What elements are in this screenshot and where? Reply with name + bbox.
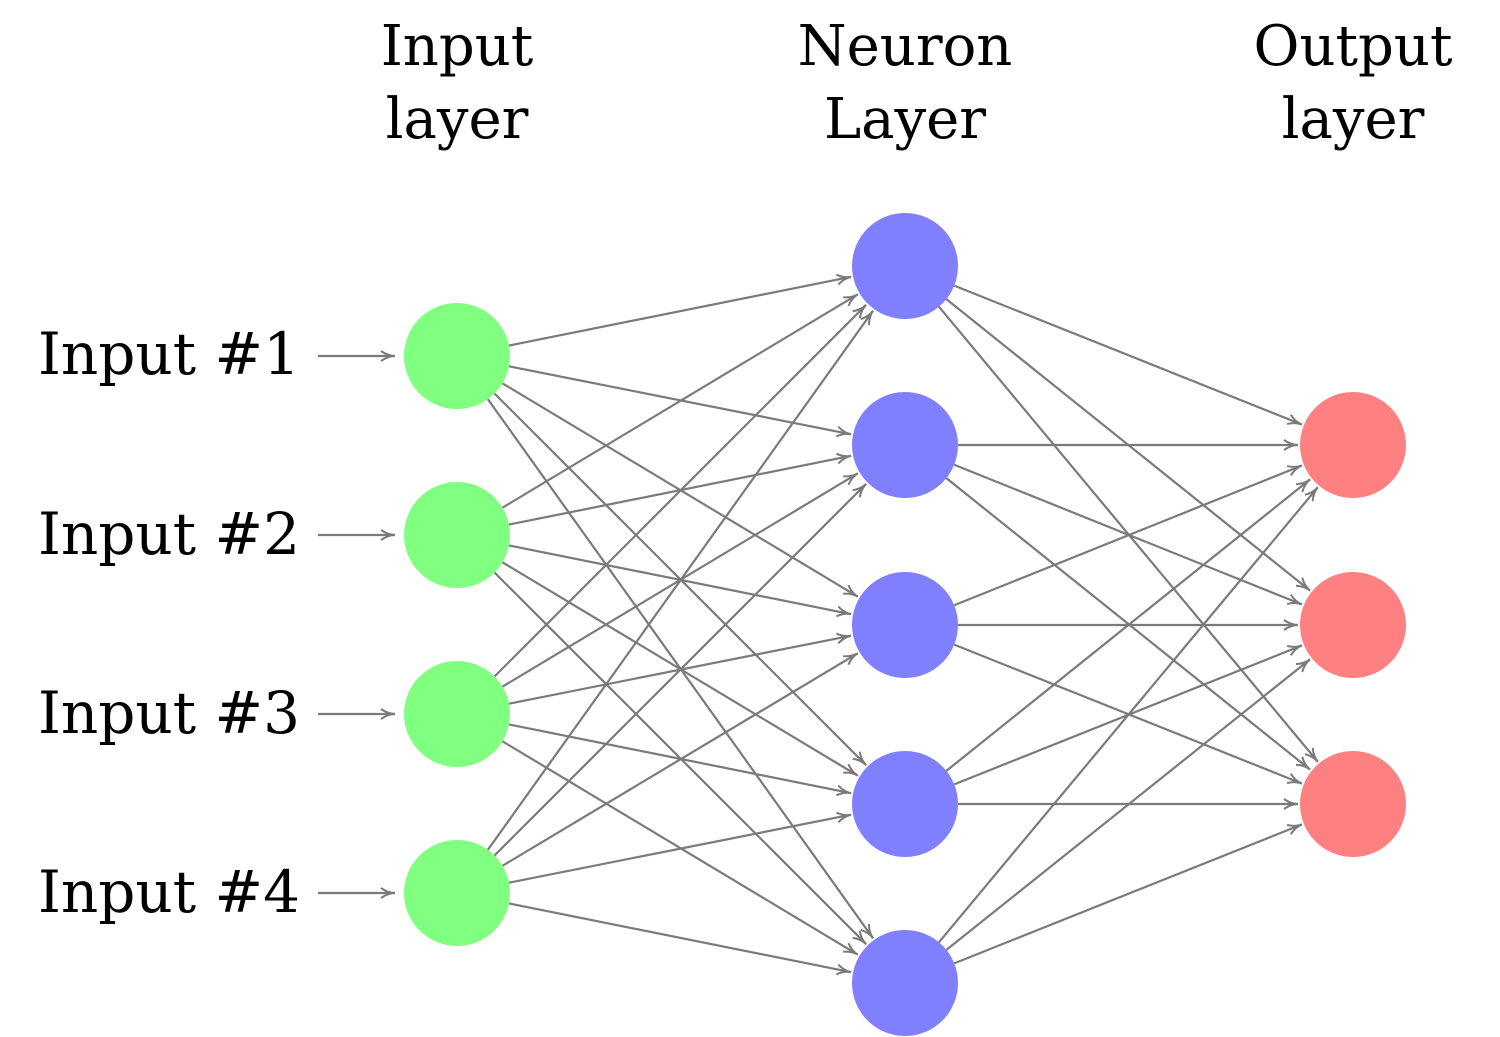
input-label-4: Input #4 [38,858,300,926]
input-layer-title-line2: layer [386,87,529,152]
input-node-1 [404,303,510,409]
edge-input4-to-hidden4 [508,811,852,884]
input-label-2: Input #2 [38,500,300,568]
hidden-node-5 [852,930,958,1036]
input-label-3: Input #3 [38,679,300,747]
neuron-layer-title-line2: Layer [824,87,986,152]
edge-input4-to-hidden1 [486,310,874,851]
input-node-4 [404,840,510,946]
edge-input2-to-hidden1 [501,293,859,509]
output-layer-title-line1: Output [1254,14,1453,79]
edge-hidden5-to-output3 [953,823,1303,965]
input-label-1: Input #1 [38,320,300,388]
hidden-node-3 [852,572,958,678]
edge-hidden5-to-output2 [945,658,1311,951]
connection-edges [486,273,1319,976]
hidden-node-2 [852,392,958,498]
edge-hidden5-to-output1 [938,486,1319,943]
edge-input1-to-hidden1 [508,273,852,347]
hidden-node-4 [852,751,958,857]
neuron-layer-title-line1: Neuron [798,14,1013,79]
input-layer-title-line1: Input [381,14,534,79]
output-node-3 [1300,751,1406,857]
edge-input3-to-hidden1 [493,304,867,678]
edge-hidden3-to-output1 [953,464,1303,607]
input-node-3 [404,661,510,767]
edge-hidden4-to-output1 [945,478,1311,772]
edge-input4-to-hidden3 [501,652,859,867]
output-node-1 [1300,392,1406,498]
hidden-node-1 [852,213,958,319]
input-node-2 [404,482,510,588]
output-node-2 [1300,572,1406,678]
output-layer-title-line2: layer [1282,87,1425,152]
network-nodes [404,213,1406,1036]
edge-input4-to-hidden5 [508,902,852,976]
edge-hidden1-to-output1 [953,284,1303,426]
edge-input4-to-hidden2 [493,483,867,857]
